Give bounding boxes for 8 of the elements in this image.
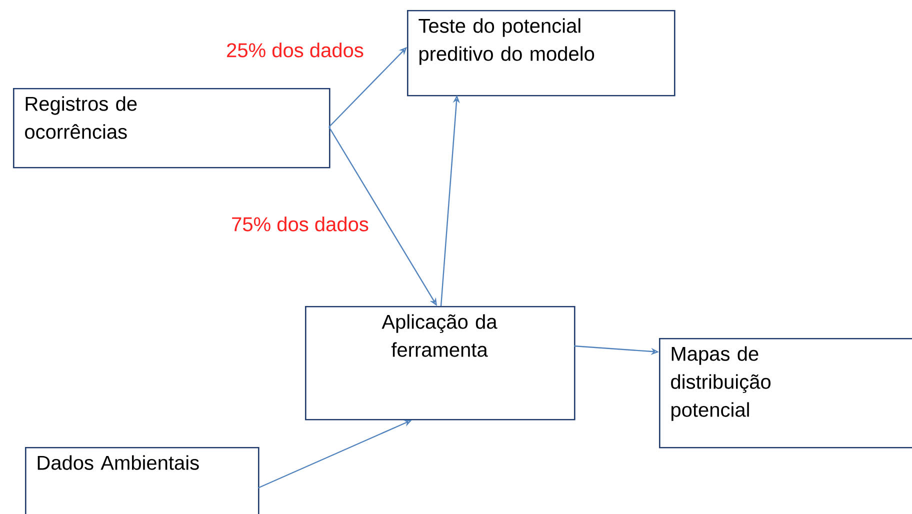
process-box: Dados Ambientais bbox=[25, 447, 260, 514]
edge-label: 75% dos dados bbox=[232, 216, 368, 232]
process-box: Aplicação da ferramenta bbox=[305, 306, 576, 420]
process-box: Registros de ocorrências bbox=[13, 88, 330, 168]
process-box: Teste do potencial preditivo do modelo bbox=[407, 10, 676, 96]
edge-label: 25% dos dados bbox=[227, 42, 364, 58]
arrow bbox=[328, 47, 407, 128]
process-box: Mapas de distribuição potencial bbox=[659, 338, 912, 448]
